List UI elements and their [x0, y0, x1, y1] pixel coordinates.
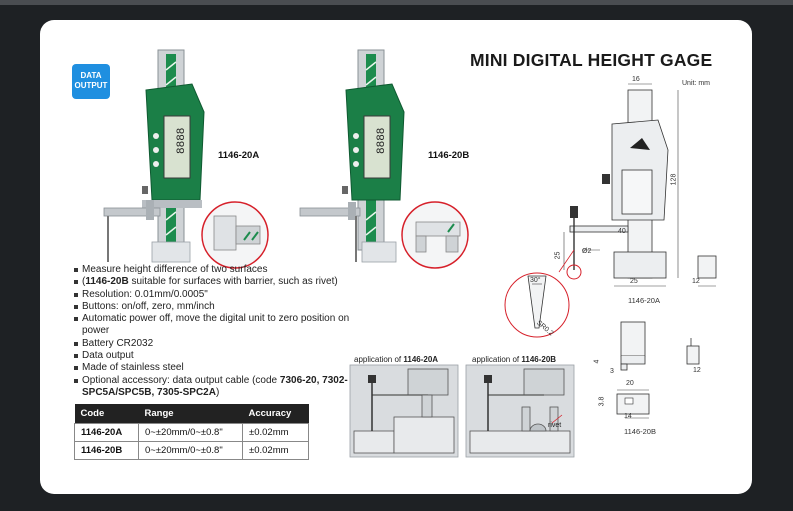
- technical-drawing-1146-20b: [616, 321, 700, 419]
- tip-detail: [504, 249, 575, 338]
- feature-item: (1146-20B suitable for surfaces with bar…: [74, 276, 374, 288]
- dim-12: 12: [692, 278, 700, 285]
- dim-3-8: 3.8: [598, 396, 606, 407]
- cell-code: 1146-20B: [74, 441, 139, 460]
- page-title: MINI DIGITAL HEIGHT GAGE: [470, 50, 713, 70]
- cell-range: 0~±20mm/0~±0.8": [138, 423, 243, 442]
- application-label-a: application of 1146-20A: [354, 355, 439, 364]
- application-figure-a: [349, 364, 459, 458]
- dim-30deg: 30°: [530, 277, 541, 284]
- feature-item: Resolution: 0.01mm/0.0005": [74, 289, 374, 301]
- browser-top-strip: [0, 0, 793, 5]
- svg-text:8888: 8888: [376, 128, 388, 154]
- col-accuracy: Accuracy: [242, 404, 309, 424]
- feature-item: Data output: [74, 350, 374, 362]
- spec-table-header: Code Range Accuracy: [74, 404, 309, 424]
- feature-item: Automatic power off, move the digital un…: [74, 313, 374, 338]
- feature-item: Buttons: on/off, zero, mm/inch: [74, 301, 374, 313]
- zoom-detail-b: [401, 201, 469, 269]
- cell-range: 0~±20mm/0~±0.8": [138, 441, 243, 460]
- application-figure-b: [465, 364, 575, 458]
- model-label-a: 1146-20A: [218, 150, 260, 161]
- dim-3: 3: [610, 368, 614, 375]
- drawing-label-b: 1146-20B: [624, 427, 656, 436]
- feature-item: Made of stainless steel: [74, 362, 374, 374]
- table-row: 1146-20A 0~±20mm/0~±0.8" ±0.02mm: [74, 423, 309, 442]
- dim-40: 40: [618, 228, 626, 235]
- badge-line-1: DATA: [80, 71, 102, 80]
- badge-line-2: OUTPUT: [74, 81, 108, 90]
- feature-item: Optional accessory: data output cable (c…: [74, 375, 374, 400]
- dim-4: 4: [593, 359, 601, 364]
- feature-item: Measure height difference of two surface…: [74, 264, 374, 276]
- product-card: MINI DIGITAL HEIGHT GAGE DATA OUTPUT 888…: [40, 20, 752, 494]
- dim-phi2: Ø2: [582, 248, 592, 255]
- dim-128: 128: [670, 173, 678, 186]
- feature-list: Measure height difference of two surface…: [74, 264, 374, 399]
- data-output-badge: DATA OUTPUT: [72, 64, 110, 99]
- feature-item: Battery CR2032: [74, 338, 374, 350]
- product-image-1146-20b: 8888: [299, 49, 405, 263]
- technical-drawing-1146-20a: [563, 83, 717, 287]
- drawing-label-a: 1146-20A: [628, 296, 660, 305]
- rivet-label: rivet: [548, 422, 562, 429]
- dim-12-b: 12: [693, 367, 701, 374]
- dim-25-vertical: 25: [554, 251, 562, 260]
- application-label-b: application of 1146-20B: [472, 355, 557, 364]
- cell-accuracy: ±0.02mm: [242, 423, 309, 442]
- cell-code: 1146-20A: [74, 423, 139, 442]
- dim-25-width: 25: [630, 278, 638, 285]
- zoom-detail-a: [201, 201, 269, 269]
- col-range: Range: [138, 404, 243, 424]
- model-label-b: 1146-20B: [428, 150, 470, 161]
- svg-text:8888: 8888: [176, 128, 188, 154]
- table-row: 1146-20B 0~±20mm/0~±0.8" ±0.02mm: [74, 441, 309, 460]
- dim-16: 16: [632, 76, 640, 83]
- col-code: Code: [74, 404, 139, 424]
- spec-table: Code Range Accuracy 1146-20A 0~±20mm/0~±…: [74, 404, 309, 460]
- dim-20: 20: [626, 380, 634, 387]
- cell-accuracy: ±0.02mm: [242, 441, 309, 460]
- unit-label: Unit: mm: [682, 80, 710, 87]
- product-image-1146-20a: 8888: [103, 49, 205, 263]
- dim-14: 14: [624, 413, 632, 420]
